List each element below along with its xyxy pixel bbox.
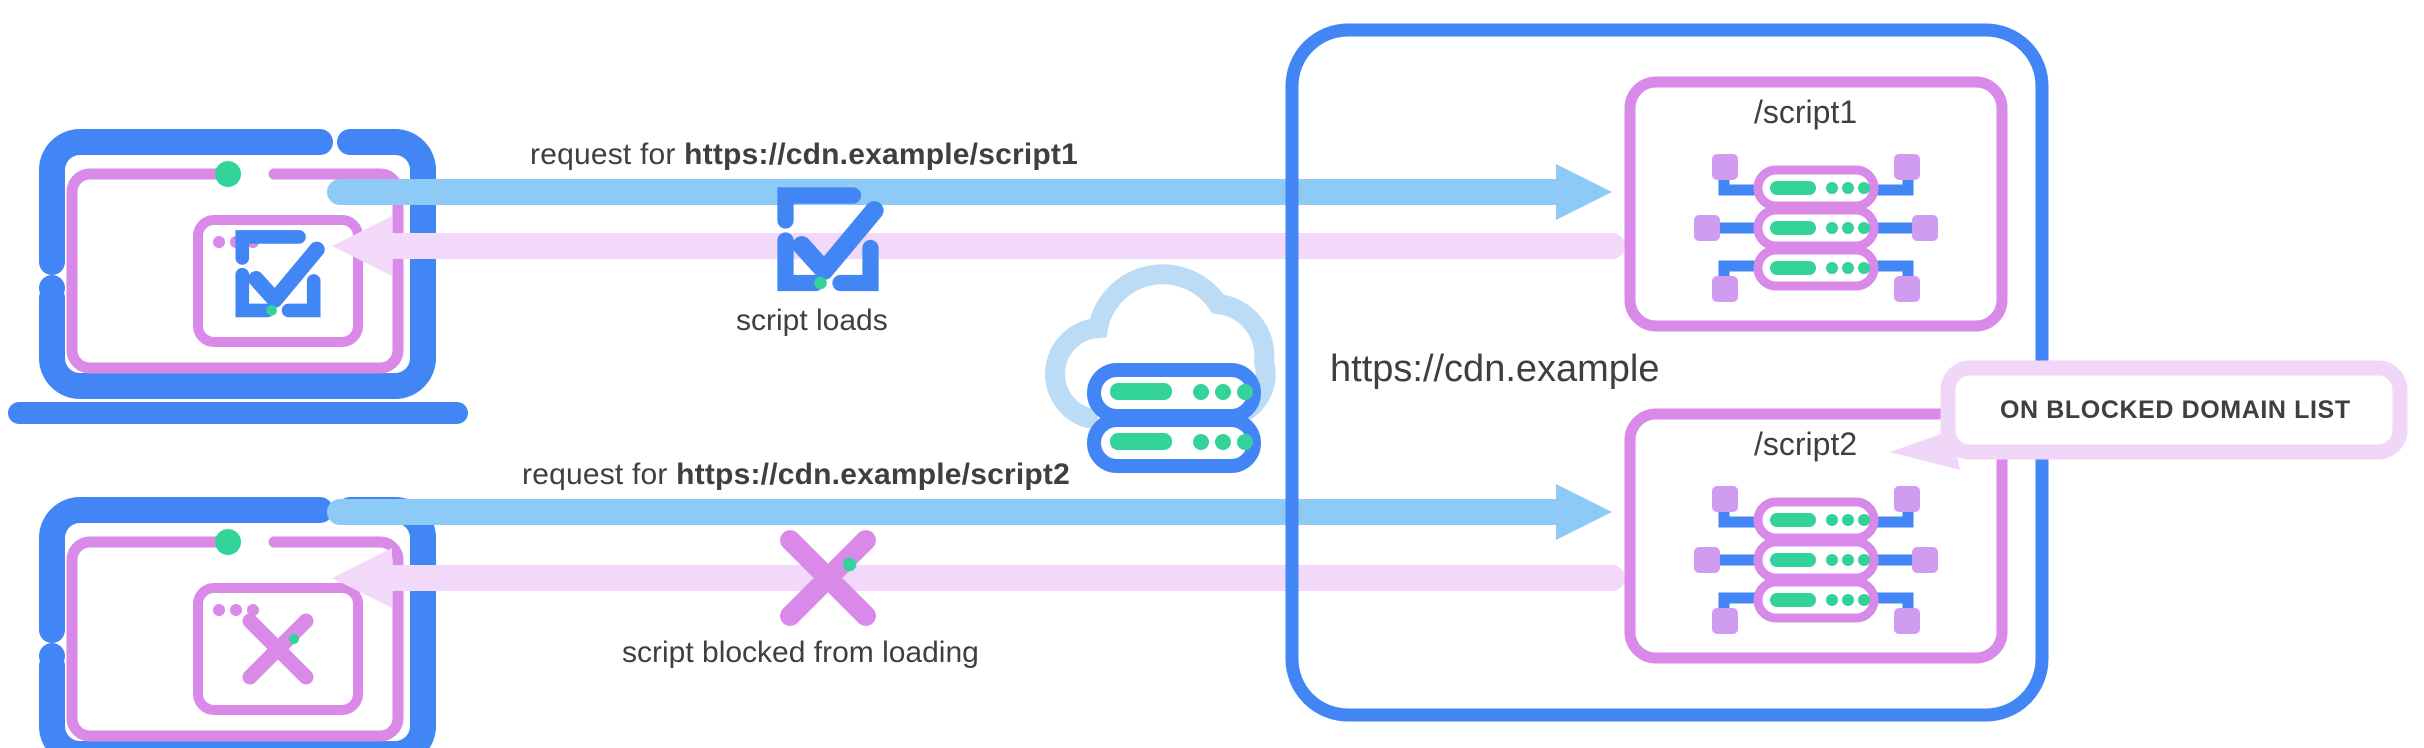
response-arrow-script1	[332, 216, 1625, 276]
request-arrow-script2	[327, 484, 1612, 540]
cloud-server-icon	[1045, 264, 1276, 473]
resource-label-script2: /script2	[1754, 426, 1858, 462]
cdn-domain-label: https://cdn.example	[1330, 348, 1660, 390]
callout-label: ON BLOCKED DOMAIN LIST	[2000, 396, 2351, 424]
status-caption-script2: script blocked from loading	[622, 636, 979, 669]
request-arrow-script1	[327, 164, 1612, 220]
request-url-1: https://cdn.example/script1	[684, 138, 1078, 171]
request-label-script1: request for https://cdn.example/script1	[530, 138, 1078, 172]
request-prefix-2: request for	[522, 458, 677, 491]
status-caption-script1: script loads	[736, 304, 888, 337]
request-label-script2: request for https://cdn.example/script2	[522, 458, 1070, 492]
request-url-2: https://cdn.example/script2	[676, 458, 1070, 491]
response-arrow-script2	[332, 548, 1625, 608]
blocked-domain-callout	[1890, 360, 2408, 470]
resource-label-script1: /script1	[1754, 94, 1858, 130]
browser-laptop-blocked	[8, 510, 468, 748]
request-prefix-1: request for	[530, 138, 685, 171]
